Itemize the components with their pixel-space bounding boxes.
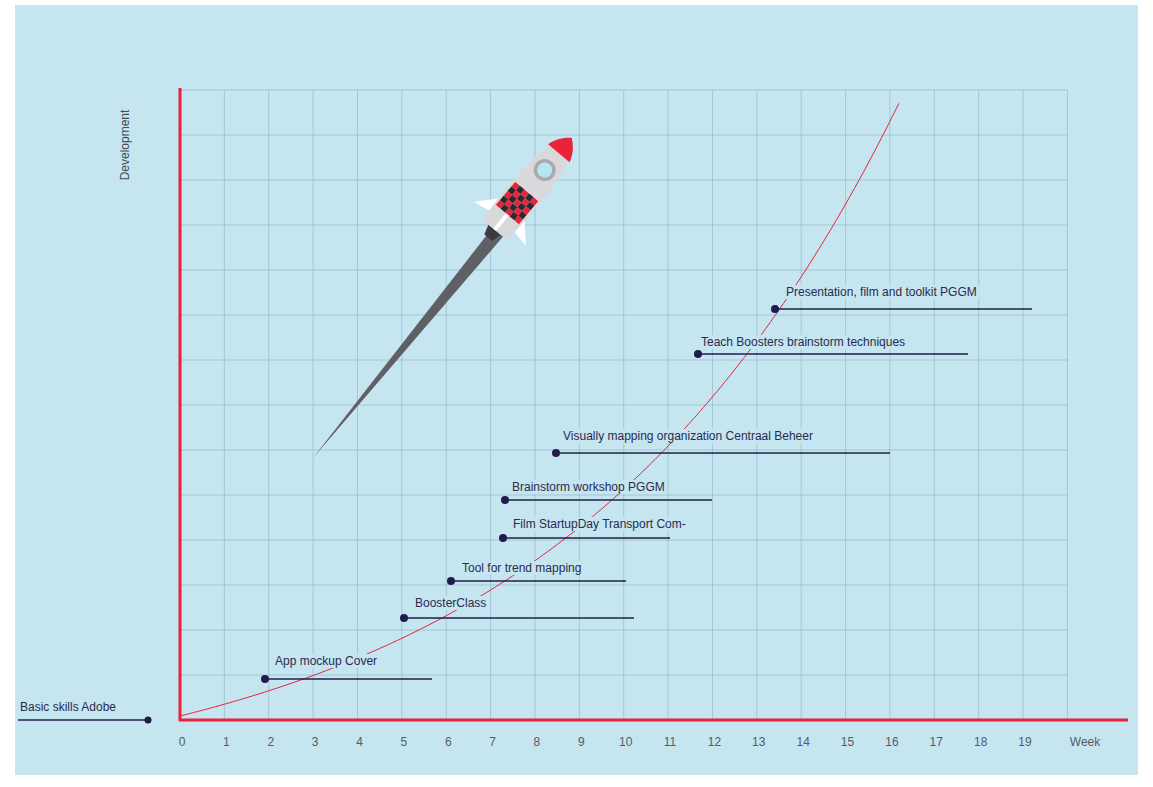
grid (180, 90, 1067, 720)
grid-line (180, 450, 1067, 451)
background-panel (15, 5, 1138, 775)
timeline-bar (503, 537, 670, 539)
start-dot (771, 305, 779, 313)
start-dot (552, 449, 560, 457)
timeline-bar (698, 353, 968, 355)
timeline-bar (404, 617, 634, 619)
timeline-bar (505, 499, 712, 501)
axis-tick-label: 5 (399, 735, 410, 749)
axis-tick-label: 12 (706, 735, 723, 749)
axis-tick-label: 9 (576, 735, 587, 749)
grid-line (180, 630, 1067, 631)
timeline-label: BoosterClass (413, 596, 488, 610)
timeline-label: Basic skills Adobe (18, 700, 118, 714)
rocket (462, 116, 598, 259)
end-dot (145, 717, 152, 724)
grid-line (180, 315, 1067, 316)
timeline-bar (556, 452, 890, 454)
axis-tick-label: 13 (750, 735, 767, 749)
axis-tick-label: 19 (1016, 735, 1033, 749)
grid-line (180, 585, 1067, 586)
axis-tick-label: 15 (839, 735, 856, 749)
grid-line (180, 360, 1067, 361)
start-dot (694, 350, 702, 358)
timeline-label: Tool for trend mapping (460, 561, 583, 575)
axis-tick-label: 17 (928, 735, 945, 749)
timeline-label: Film StartupDay Transport Com- (511, 517, 688, 531)
axis-tick-label: 16 (883, 735, 900, 749)
timeline-label: App mockup Cover (273, 654, 379, 668)
start-dot (501, 496, 509, 504)
timeline-bar (18, 719, 148, 721)
axis-tick-label: 14 (794, 735, 811, 749)
grid-line (180, 90, 1067, 91)
timeline-bars (18, 305, 1032, 724)
axis-tick-label: 0 (177, 735, 188, 749)
x-axis (179, 719, 1128, 722)
grid-line (180, 540, 1067, 541)
axis-tick-label: 6 (443, 735, 454, 749)
timeline-bar (451, 580, 626, 582)
timeline-label: Teach Boosters brainstorm techniques (699, 335, 907, 349)
axis-tick-label: Week (1068, 735, 1102, 749)
grid-line (180, 405, 1067, 406)
axis-tick-label: 3 (310, 735, 321, 749)
growth-curve (180, 103, 899, 716)
grid-line (180, 495, 1067, 496)
timeline-label: Brainstorm workshop PGGM (510, 480, 667, 494)
axis-tick-label: 11 (662, 735, 678, 749)
timeline-label: Visually mapping organization Centraal B… (561, 429, 815, 443)
y-axis (179, 88, 182, 721)
axis-tick-label: 4 (354, 735, 365, 749)
axis-tick-label: 2 (265, 735, 276, 749)
axis-tick-label: 1 (221, 735, 232, 749)
timeline-label: Presentation, film and toolkit PGGM (784, 285, 979, 299)
rocket-trail (313, 222, 507, 458)
grid-line (180, 135, 1067, 136)
grid-line (180, 180, 1067, 181)
start-dot (400, 614, 408, 622)
start-dot (499, 534, 507, 542)
grid-line (180, 225, 1067, 226)
axis-title: Development (118, 108, 132, 183)
grid-line (180, 270, 1067, 271)
start-dot (261, 675, 269, 683)
timeline-bar (265, 678, 432, 680)
axis-tick-label: 10 (617, 735, 634, 749)
axis-tick-label: 8 (532, 735, 543, 749)
start-dot (447, 577, 455, 585)
axis-tick-label: 18 (972, 735, 989, 749)
axis-tick-label: 7 (487, 735, 498, 749)
timeline-bar (775, 308, 1032, 310)
